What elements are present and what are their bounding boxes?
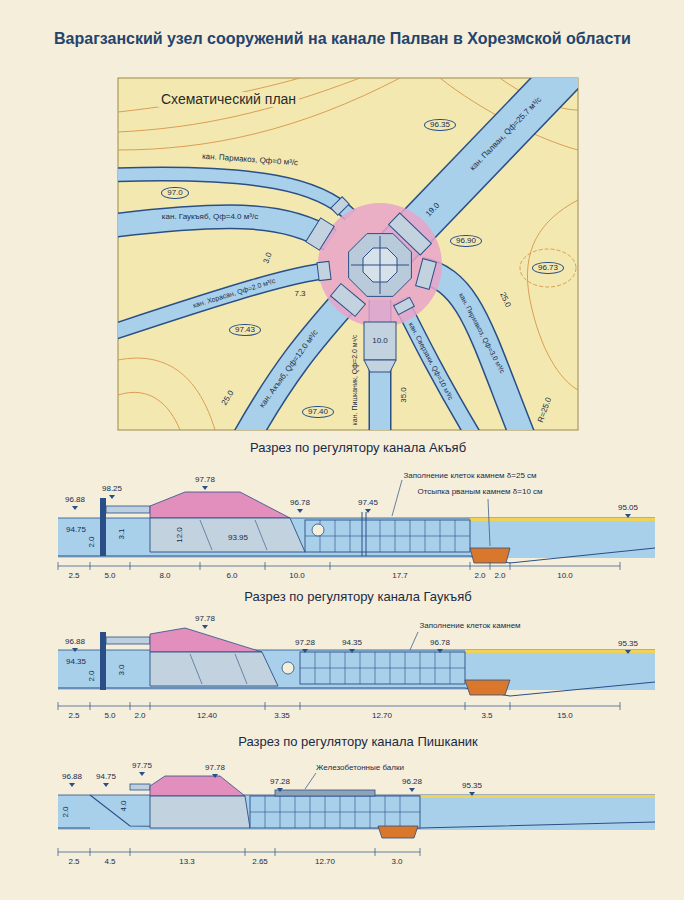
elevation-mark: 93.95 xyxy=(227,534,249,542)
canal-name: кан. Пишканик, Qф=2.0 м³/с xyxy=(351,334,358,427)
section-pishkanik xyxy=(58,773,655,856)
elevation-oval: 97.0 xyxy=(161,187,189,200)
elevation-mark: 97.28 xyxy=(294,639,316,647)
elevation-oval: 96.73 xyxy=(532,262,564,275)
dimension-value: 12.70 xyxy=(314,858,336,866)
dimension-value: 2.65 xyxy=(251,858,269,866)
panel-heading: Схематический план xyxy=(158,92,299,107)
dimension-value: 8.0 xyxy=(158,572,171,580)
dimension-value: 2.0 xyxy=(493,572,506,580)
dimension-value: 17.7 xyxy=(391,572,409,580)
elevation-text: 96.90 xyxy=(456,237,476,246)
panel-heading: Разрез по регулятору канала Пишканик xyxy=(58,734,658,750)
dimension-value: 3.35 xyxy=(273,712,291,720)
elevation-oval: 96.90 xyxy=(450,235,482,248)
elevation-mark: 95.35 xyxy=(461,782,483,790)
dimension-value: 35.0 xyxy=(400,386,408,404)
title: Варагзанский узел сооружений на канале П… xyxy=(54,30,631,48)
canal-name: кан. Гаукъяб, Qф=4.0 м³/с xyxy=(161,213,259,221)
elevation-mark: 96.88 xyxy=(61,773,83,781)
dimension-value: 5.0 xyxy=(103,712,116,720)
dimension-value: 13.3 xyxy=(178,858,196,866)
section-gaukyab xyxy=(58,628,655,710)
dimension-value: 7.3 xyxy=(293,290,306,298)
elevation-mark: 96.28 xyxy=(401,778,423,786)
elevation-mark: 97.78 xyxy=(194,615,216,623)
dimension-value: 3.0 xyxy=(118,663,126,676)
elevation-mark: 94.35 xyxy=(341,639,363,647)
elevation-text: 97.40 xyxy=(308,408,328,417)
elevation-mark: 96.88 xyxy=(64,638,86,646)
elevation-mark: 95.35 xyxy=(617,640,639,648)
elevation-text: 96.73 xyxy=(538,264,558,273)
dimension-value: 12.0 xyxy=(176,526,184,544)
dimension-value: 15.0 xyxy=(556,712,574,720)
dimension-value: 4.0 xyxy=(120,799,128,812)
elevation-mark: 97.28 xyxy=(269,778,291,786)
dimension-value: 3.0 xyxy=(390,858,403,866)
dimension-value: 2.5 xyxy=(67,572,80,580)
panel-heading: Разрез по регулятору канала Гаукъяб xyxy=(58,589,658,605)
elevation-mark: 94.75 xyxy=(65,526,87,534)
dimension-value: 2.5 xyxy=(67,858,80,866)
dimension-value: 12.70 xyxy=(371,712,393,720)
dimension-value: 10.0 xyxy=(556,572,574,580)
level-marks xyxy=(69,486,631,796)
elevation-oval: 96.35 xyxy=(424,119,456,132)
elevation-mark: 96.88 xyxy=(64,496,86,504)
section-panel: Разрез по регулятору канала Гаукъяб xyxy=(58,589,658,605)
dimension-value: 3.5 xyxy=(480,712,493,720)
dimension-value: 2.5 xyxy=(67,712,80,720)
panel-heading: Разрез по регулятору канала Акъяб xyxy=(58,440,658,456)
section-panel: Разрез по регулятору канала Пишканик xyxy=(58,734,658,750)
elevation-text: 97.43 xyxy=(235,326,255,335)
elevation-mark: 96.78 xyxy=(289,499,311,507)
note-text: Заполнение клеток камнем δ=25 см xyxy=(402,472,537,480)
plan-map xyxy=(118,78,578,430)
dimension-value: 2.0 xyxy=(88,669,96,682)
dimension-value: 2.0 xyxy=(133,712,146,720)
dimension-value: 2.0 xyxy=(62,805,70,818)
dimension-value: 3.1 xyxy=(118,527,126,540)
note-text: Железобетонные балки xyxy=(315,764,405,772)
dimension-value: 2.0 xyxy=(88,535,96,548)
elevation-text: 96.35 xyxy=(430,121,450,130)
section-akyab xyxy=(58,480,655,570)
elevation-mark: 94.75 xyxy=(95,773,117,781)
elevation-mark: 96.78 xyxy=(429,639,451,647)
dimension-value: 10.0 xyxy=(371,337,389,345)
elevation-text: 97.0 xyxy=(167,189,183,198)
note-text: Отсыпка рваным камнем δ=10 см xyxy=(416,488,543,496)
elevation-mark: 97.45 xyxy=(357,499,379,507)
dimension-value: 10.0 xyxy=(288,572,306,580)
elevation-mark: 97.78 xyxy=(194,476,216,484)
elevation-mark: 98.25 xyxy=(101,485,123,493)
dimension-value: 5.0 xyxy=(103,572,116,580)
note-text: Заполнение клеток камнем xyxy=(418,622,521,630)
elevation-mark: 95.05 xyxy=(617,504,639,512)
section-panel: Разрез по регулятору канала Акъяб xyxy=(58,440,658,456)
dimension-value: 6.0 xyxy=(225,572,238,580)
dimension-value: 4.5 xyxy=(103,858,116,866)
elevation-mark: 97.75 xyxy=(131,762,153,770)
elevation-oval: 97.40 xyxy=(302,406,334,419)
elevation-mark: 97.78 xyxy=(204,764,226,772)
dimension-value: 2.0 xyxy=(473,572,486,580)
dimension-value: 12.40 xyxy=(196,712,218,720)
elevation-oval: 97.43 xyxy=(229,324,261,337)
elevation-mark: 94.35 xyxy=(65,658,87,666)
